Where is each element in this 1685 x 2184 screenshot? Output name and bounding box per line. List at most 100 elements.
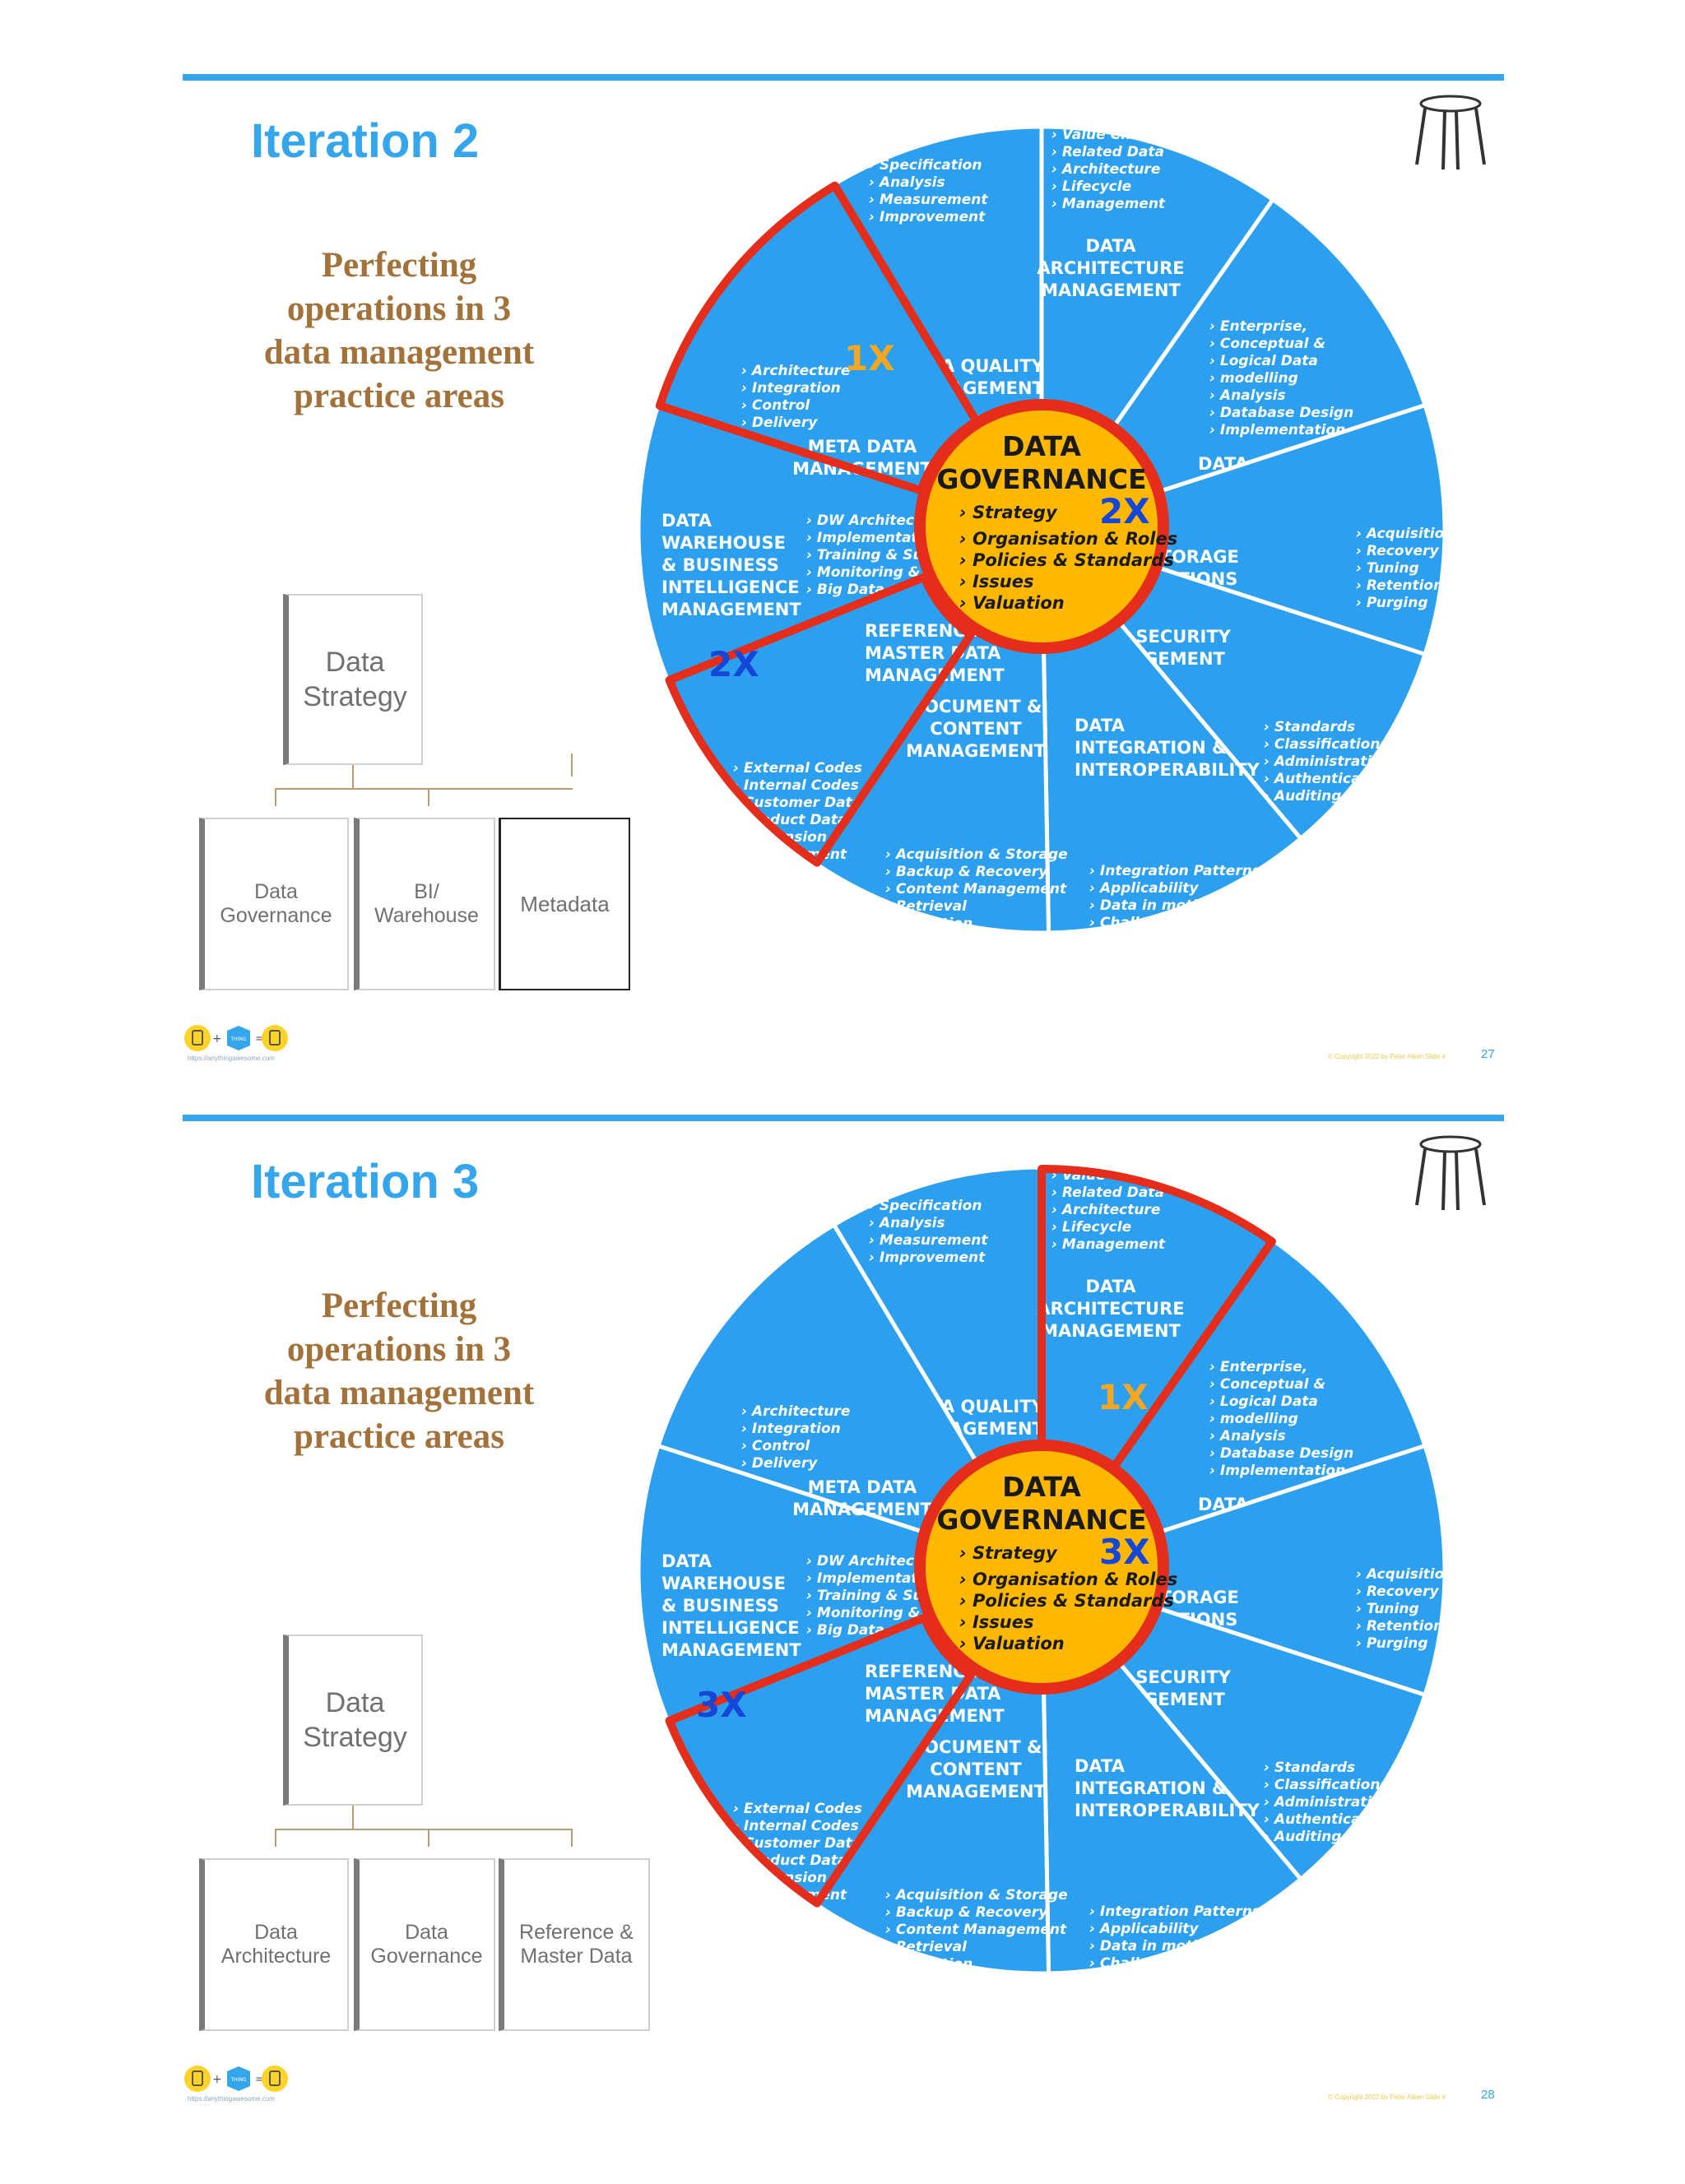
highlight-outline [1037, 1165, 1276, 1471]
segment-title: MANAGEMENT [906, 741, 1046, 761]
segment-bullet: › Related Data [1051, 144, 1164, 160]
anything-awesome-logo: + THING = [184, 1025, 288, 1051]
segment-title: & BUSINESS [661, 555, 779, 575]
footer-copyright: © Copyright 2022 by Peter Aiken Slide # [1328, 2094, 1446, 2101]
segment-bullet: › Classifications [1264, 1777, 1389, 1793]
segment-bullet: › Analysis [869, 1215, 945, 1231]
segment-bullet: › Database Design [1209, 1445, 1353, 1462]
segment-bullet: › Specification [869, 157, 982, 174]
segment-bullet: › Delivery [741, 415, 818, 431]
segment-bullet: › Purging [1356, 595, 1428, 611]
segment-bullet: › Retention [1356, 1618, 1443, 1635]
segment-title: INTEROPERABILITY [1075, 760, 1260, 780]
segment-bullet: › Challenges [1089, 915, 1186, 931]
segment-title: DATA [1075, 1756, 1126, 1776]
page-number: 27 [1481, 1047, 1495, 1061]
segment-bullet: › Backup & Recovery [885, 864, 1048, 880]
segment-bullet: › Applicability [1089, 880, 1199, 897]
segment-bullet: › Standards [1264, 1760, 1355, 1776]
slide-subtitle: Perfecting operations in 3 data manageme… [263, 1287, 535, 1456]
segment-title: DATA [661, 511, 713, 531]
segment-title: MANAGEMENT [792, 1500, 932, 1519]
segment-bullet: › Analysis [869, 174, 945, 191]
segment-bullet: › Auditing [1264, 788, 1341, 805]
segment-bullet: › Conceptual & [1209, 336, 1325, 352]
segment-bullet: › Measurement [869, 192, 988, 208]
segment-bullet: › Customer Data [733, 1835, 861, 1852]
segment-bullet: › Architecture [1051, 1202, 1160, 1218]
page-number: 28 [1481, 2088, 1495, 2102]
slide-top-bar [183, 1115, 1504, 1121]
segment-bullet: › DW Architecture [806, 512, 947, 529]
segment-title: MANAGEMENT [1041, 1321, 1181, 1341]
slide-title: Iteration 3 [251, 1155, 480, 1208]
segment-bullet: › Architecture [741, 1403, 850, 1420]
segment-title: INTEGRATION & [1075, 1778, 1227, 1798]
segment-bullet: › modelling [1209, 1411, 1298, 1427]
connector [428, 1829, 429, 1847]
highlight-outline [665, 573, 975, 867]
core-item: › Policies & Standards [959, 550, 1174, 570]
segment-bullet: › Database Design [1209, 405, 1353, 421]
data-strategy-box: Data Strategy [283, 1635, 423, 1806]
connector [275, 1829, 573, 1830]
core-multiplier: 3X [1099, 1532, 1150, 1572]
core-item: › Valuation [959, 593, 1065, 613]
connector [571, 1829, 573, 1847]
segment-bullet: › Analysis [1209, 1428, 1286, 1444]
connector [275, 1829, 276, 1847]
segment-title: DOCUMENT & [910, 697, 1042, 716]
core-item: › Organisation & Roles [959, 529, 1177, 549]
segment-bullet: › Recovery [1356, 543, 1439, 559]
segment-bullet: › Product Data [733, 812, 847, 828]
segment-bullet: › Internal Codes [733, 777, 859, 794]
core-item: › Issues [959, 572, 1033, 591]
core-title: DATA [1002, 1471, 1081, 1503]
segment-bullet: › Delivery [741, 1455, 818, 1472]
segment-bullet: › Internal Codes [733, 1818, 859, 1834]
data-governance-box: Data Governance [199, 818, 349, 990]
segment-bullet: › Conceptual & [1209, 1376, 1325, 1393]
segment-bullet: › Acquisition & Storage [885, 846, 1068, 863]
connector [428, 788, 429, 806]
core-title: DATA [1002, 430, 1081, 462]
data-architecture-box: Data Architecture [199, 1858, 349, 2031]
segment-bullet: › Value Chain Analysis [1051, 127, 1225, 143]
segment-bullet: › Purging [1356, 1635, 1428, 1652]
segment-bullet: › External Codes [733, 1801, 862, 1817]
footer-url: https://anythingawesome.com [188, 2095, 275, 2103]
metadata-box: Metadata [499, 818, 630, 990]
segment-bullet: › Implementation [1209, 422, 1345, 438]
core-item: › Organisation & Roles [959, 1570, 1177, 1589]
data-strategy-box: Data Strategy [283, 594, 423, 765]
segment-title: META DATA [808, 1477, 917, 1497]
segment-bullet: › Challenges [1089, 1955, 1186, 1972]
segment-bullet: › Applicability [1089, 1921, 1199, 1937]
segment-title: MANAGEMENT [661, 1640, 801, 1660]
segment-bullet: › Logical Data [1209, 353, 1318, 369]
segment-title: ARCHITECTURE [1037, 258, 1184, 278]
segment-bullet: › Big Data [806, 582, 884, 598]
segment-bullet: › Architecture [741, 363, 850, 379]
segment-bullet: › Management [1051, 196, 1166, 212]
segment-bullet: › Integration [741, 380, 841, 396]
slide-title: Iteration 2 [251, 114, 480, 168]
segment-bullet: › Content Management [885, 881, 1067, 897]
segment-bullet: › Control [741, 397, 810, 414]
segment-bullet: › Product Data [733, 1852, 847, 1869]
segment-bullet: › Implementation [806, 1570, 942, 1587]
segment-title: MANAGEMENT [661, 600, 801, 619]
segment-bullet: › Data in motion [1089, 1938, 1217, 1954]
highlight-multiplier: 1X [844, 338, 895, 378]
segment-title: CONTENT [930, 719, 1022, 739]
segment-title: ARCHITECTURE [1037, 1299, 1184, 1319]
segment-title: MASTER DATA [865, 643, 1001, 663]
segment-bullet: › External Codes [733, 760, 862, 777]
segment-bullet: › modelling [1209, 370, 1298, 387]
segment-bullet: › Tuning [1356, 560, 1419, 577]
highlight-multiplier: 1X [1098, 1377, 1149, 1417]
core-item: › Strategy [959, 1543, 1058, 1563]
segment-bullet: › Backup & Recovery [885, 1904, 1048, 1921]
